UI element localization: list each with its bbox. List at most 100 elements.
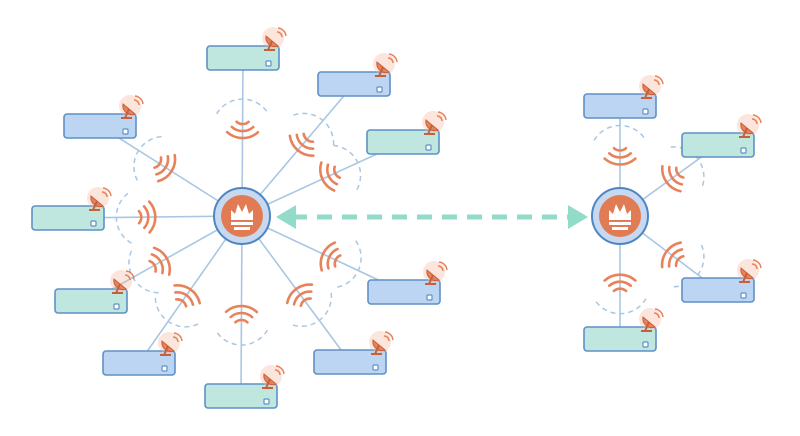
dish-wave [383, 335, 390, 342]
signals-layer [115, 98, 705, 346]
satellite-dish-icon [737, 259, 762, 283]
signal-arc [332, 165, 342, 180]
dish-stand [378, 66, 384, 77]
device-node [367, 261, 448, 305]
device-led [740, 147, 747, 154]
signal-arc [295, 133, 315, 151]
hub-link-arrow [276, 205, 588, 229]
satellite-dish-icon [110, 270, 135, 294]
hub-node [213, 187, 271, 245]
signal-arc [603, 157, 637, 166]
dish-wave [276, 31, 283, 38]
signal-arc [292, 290, 313, 306]
satellite-dish-icon [369, 331, 394, 355]
arrowhead-left [276, 205, 296, 229]
signal-arc [174, 298, 188, 308]
signal-guard-arc [593, 298, 647, 315]
device-led [265, 60, 272, 67]
satellite-dish-icon [737, 114, 762, 138]
satellite-dish-icon [260, 365, 285, 389]
dish-wave [134, 95, 144, 105]
device-led [122, 128, 129, 135]
dish-wave [752, 259, 762, 269]
device-led [426, 294, 433, 301]
wireless-waves-icon [593, 273, 647, 315]
signal-arc [156, 153, 177, 183]
signal-arc [150, 253, 165, 275]
satellite-dish-icon [423, 261, 448, 285]
device-box [206, 45, 280, 71]
signal-arc [234, 318, 249, 324]
device-node [681, 259, 762, 303]
device-node [204, 365, 285, 409]
wireless-waves-icon [115, 190, 157, 244]
device-box [204, 383, 278, 409]
flame-shape [231, 204, 253, 220]
dish-wave [274, 369, 281, 376]
satellite-dish-icon [422, 111, 447, 135]
signal-arc [147, 200, 157, 234]
device-box [317, 71, 391, 97]
device-led [263, 398, 270, 405]
device-node [102, 332, 183, 376]
dish-wave [133, 99, 140, 106]
dish-stand [742, 127, 748, 138]
flame-shape [609, 204, 631, 220]
dish-wave [436, 115, 443, 122]
satellite-dish-icon [639, 75, 664, 99]
dish-wave [125, 270, 135, 280]
signal-guard-arc [293, 112, 335, 149]
signal-arc [660, 241, 683, 269]
signal-arc [607, 152, 633, 159]
device-node [206, 27, 287, 71]
dish-wave [388, 53, 398, 63]
signal-guard-arc [670, 244, 705, 288]
device-led [740, 292, 747, 299]
wireless-waves-icon [319, 240, 362, 289]
device-led [642, 341, 649, 348]
signal-arc [667, 248, 684, 268]
signal-arc [288, 134, 315, 158]
device-node [54, 270, 135, 314]
wireless-waves-icon [660, 241, 705, 288]
dish-stand [92, 200, 98, 211]
signal-guard-arc [214, 329, 268, 346]
signal-guard-arc [154, 294, 199, 328]
hubs-layer [213, 187, 649, 245]
signal-guard-arc [115, 190, 132, 244]
signal-arc [235, 120, 250, 126]
device-led [113, 303, 120, 310]
dish-stand [742, 272, 748, 283]
signal-arc [674, 166, 685, 179]
device-node [366, 111, 447, 155]
wireless-waves-icon [154, 284, 202, 328]
device-box [54, 288, 128, 314]
device-node [681, 114, 762, 158]
signal-arc [299, 297, 312, 308]
dish-wave [387, 57, 394, 64]
signal-arc [225, 130, 260, 140]
device-led [425, 144, 432, 151]
signal-guard-arc [333, 240, 362, 289]
wireless-waves-icon [216, 98, 270, 140]
dish-stand [124, 108, 130, 119]
satellite-dish-icon [158, 332, 183, 356]
hub-node [591, 187, 649, 245]
signal-guard-arc [128, 247, 159, 294]
dish-stand [163, 345, 169, 356]
signal-guard-arc [289, 292, 333, 328]
devices-layer [31, 27, 762, 409]
flame-icon [231, 204, 253, 230]
signal-arc [612, 287, 628, 293]
wireless-waves-icon [660, 146, 705, 193]
dish-stand [267, 40, 273, 51]
signal-arc [153, 156, 163, 169]
flame-icon [609, 204, 631, 230]
dish-stand [115, 283, 121, 294]
flame-bar [234, 227, 250, 230]
signal-arc [173, 284, 202, 305]
device-led [161, 365, 168, 372]
device-box [583, 93, 657, 119]
signal-guard-arc [333, 144, 362, 194]
